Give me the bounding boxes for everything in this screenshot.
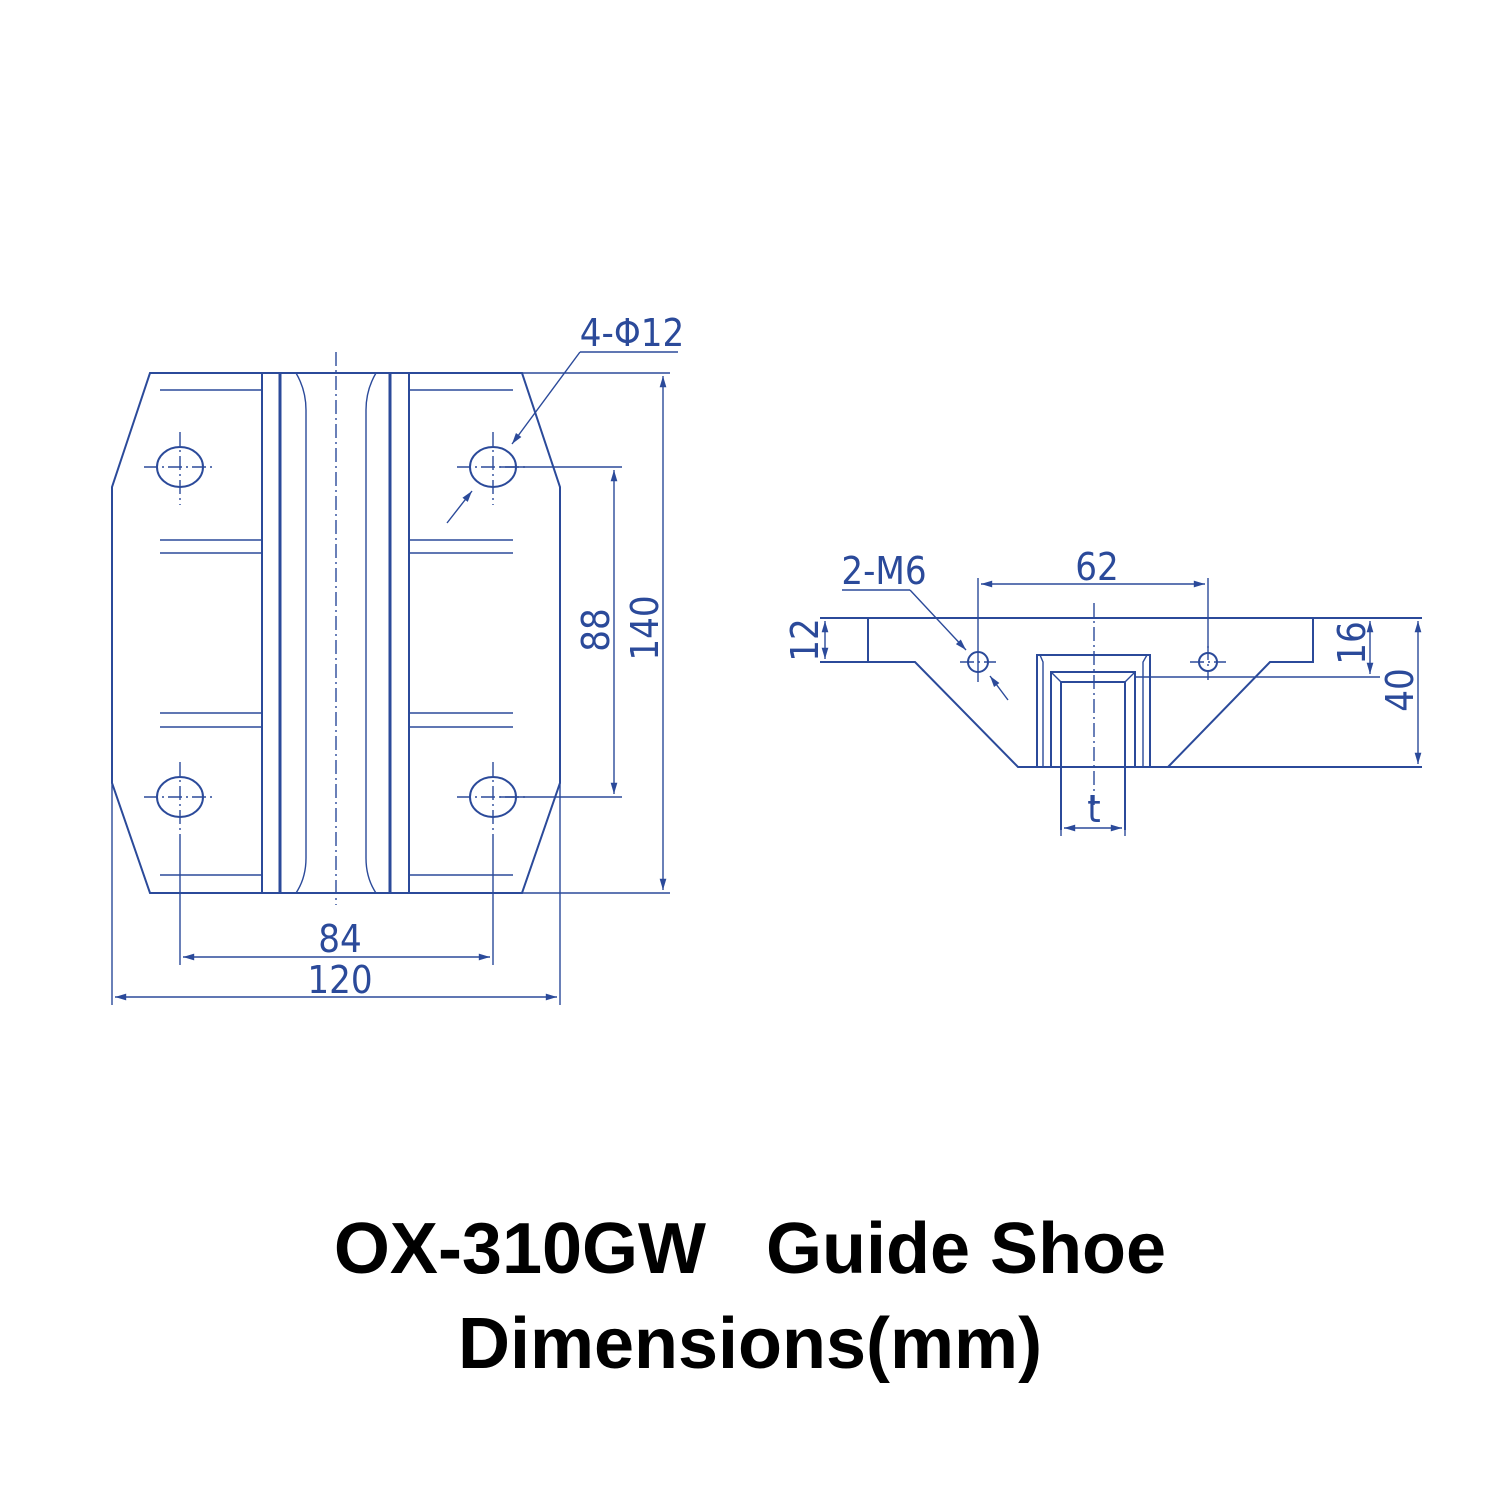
width-label: 120 xyxy=(307,958,372,1002)
side-view: 62 2-M6 12 16 40 t xyxy=(783,545,1422,836)
dim-40: 40 xyxy=(1378,621,1422,764)
center-channel xyxy=(261,352,410,905)
hole-callout-label: 4-Φ12 xyxy=(580,311,684,355)
dim-12: 12 xyxy=(783,618,829,662)
thread-callout-label: 2-M6 xyxy=(841,549,926,593)
hole-horizontal-spacing-label: 84 xyxy=(318,917,362,961)
dim-120: 120 xyxy=(111,783,561,1005)
side-outline xyxy=(820,617,1422,768)
hole-callout: 4-Φ12 xyxy=(446,311,684,524)
thread-callout: 2-M6 xyxy=(841,549,1009,701)
thread-spacing-label: 62 xyxy=(1075,545,1119,589)
dim-88: 88 xyxy=(500,466,622,798)
rail-thickness-label: t xyxy=(1087,787,1100,831)
total-height-label: 40 xyxy=(1378,668,1422,712)
dim-t: t xyxy=(1060,787,1126,836)
step-height-label: 16 xyxy=(1330,621,1374,665)
guide-rail xyxy=(1050,671,1136,830)
flange-thickness-label: 12 xyxy=(783,618,827,662)
dim-62: 62 xyxy=(977,545,1209,682)
hole-vertical-spacing-label: 88 xyxy=(574,608,618,652)
height-label: 140 xyxy=(623,595,667,660)
title-line-2: Dimensions(mm) xyxy=(457,1304,1043,1384)
dim-84: 84 xyxy=(179,835,494,965)
grooves xyxy=(160,389,513,876)
title-line-1: OX-310GW Guide Shoe xyxy=(333,1209,1167,1289)
dim-16: 16 xyxy=(1330,621,1374,674)
dim-140: 140 xyxy=(522,372,670,894)
threaded-holes xyxy=(960,646,1226,680)
front-view: 140 88 84 120 4-Φ12 xyxy=(111,311,684,1005)
